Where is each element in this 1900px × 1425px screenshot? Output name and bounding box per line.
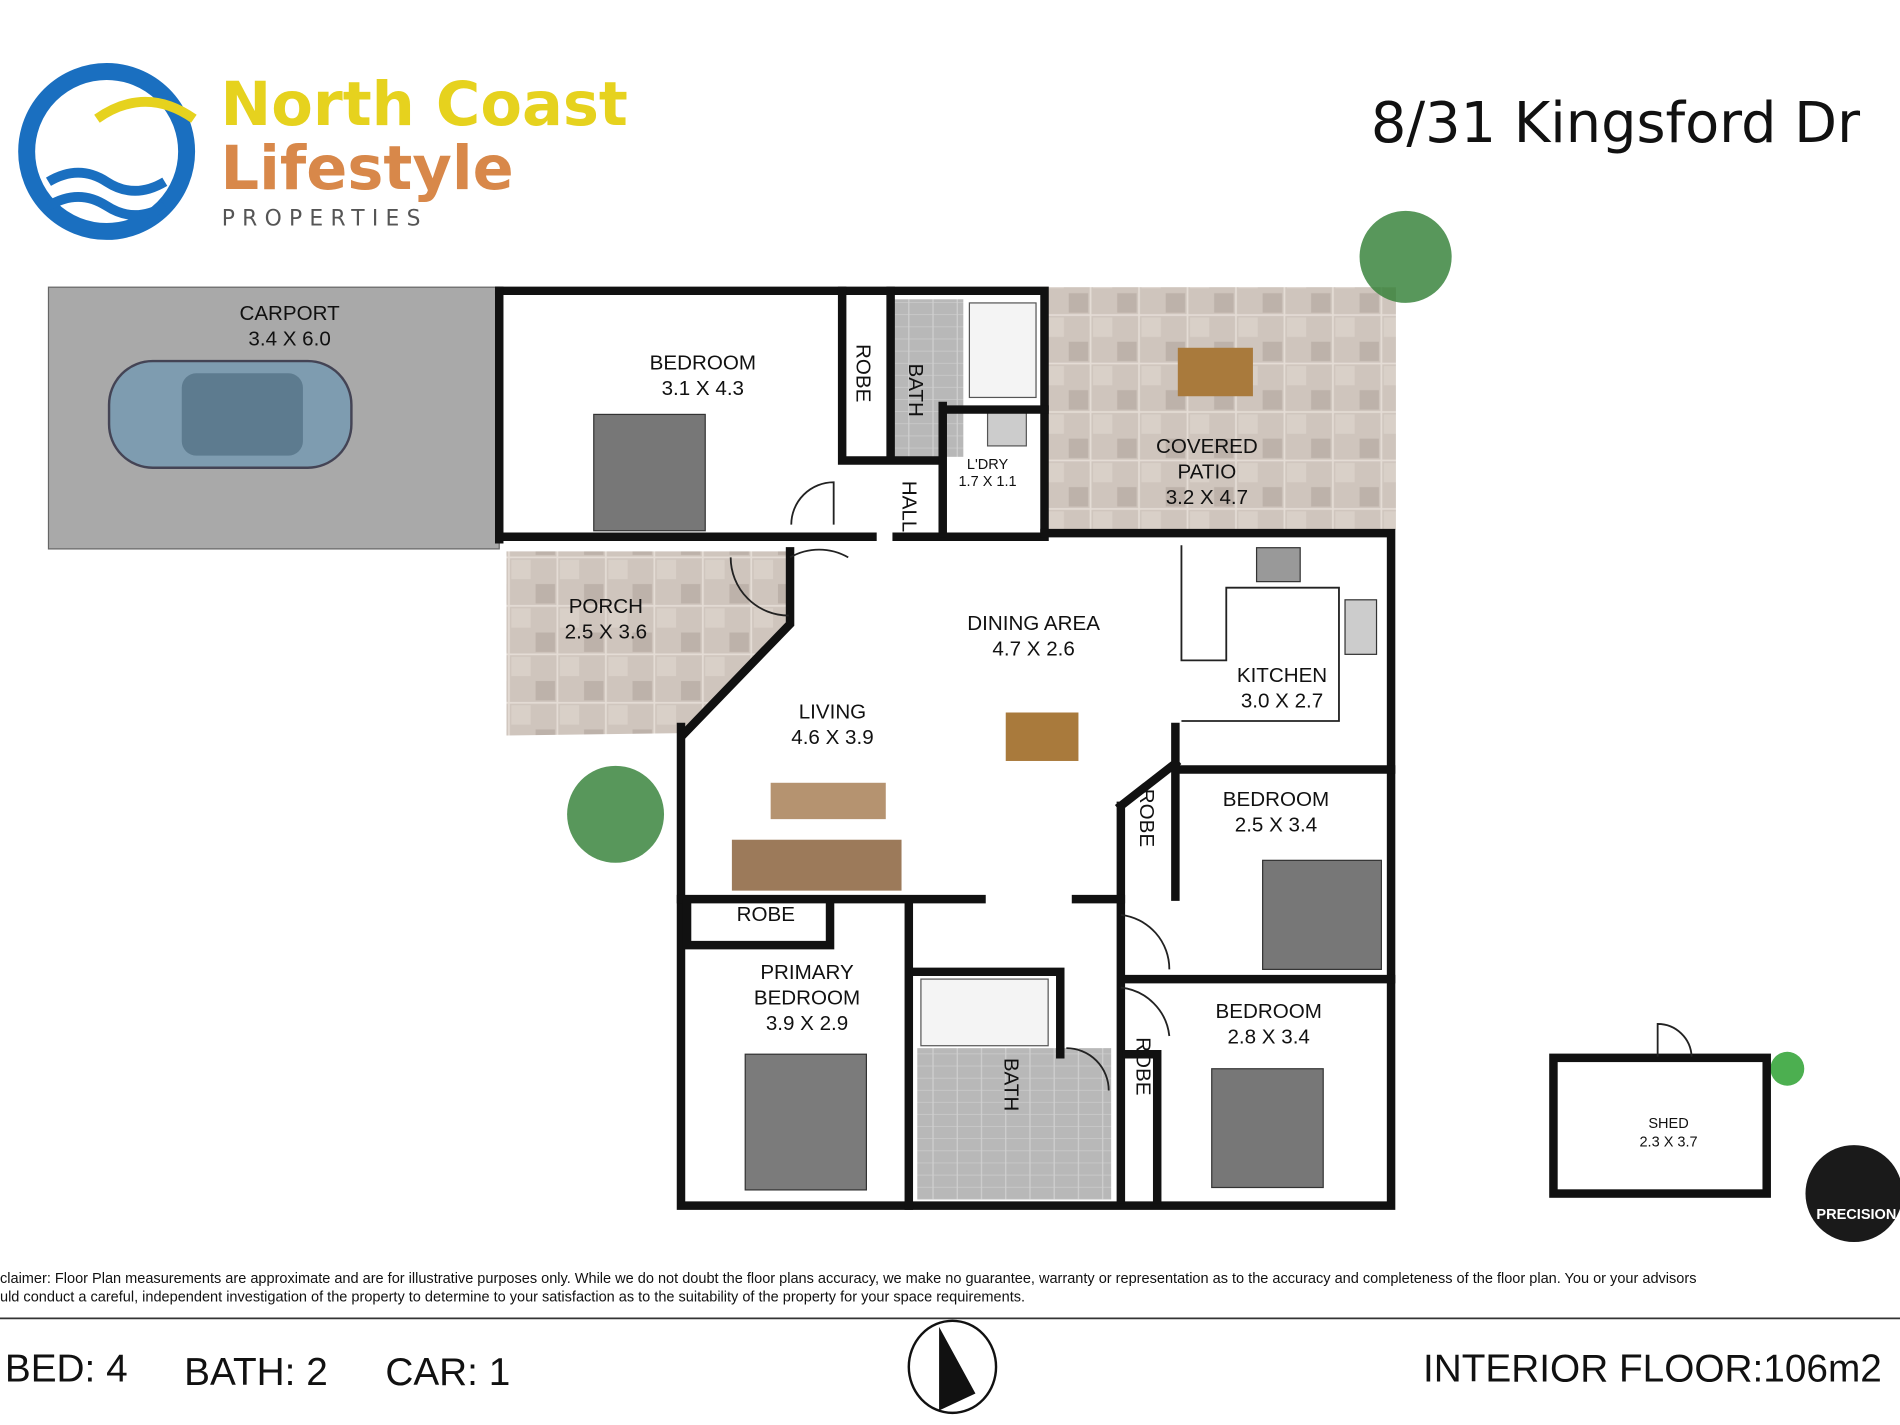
precision-logo-text: PRECISION xyxy=(1816,1207,1896,1223)
bed-icon xyxy=(744,1053,867,1191)
brand-name-line1: North Coast xyxy=(221,70,628,140)
bed-count: BED: 4 xyxy=(5,1347,128,1390)
kitchen-label: KITCHEN xyxy=(1237,664,1327,687)
primary-size: 3.9 X 2.9 xyxy=(766,1012,848,1035)
shower-icon xyxy=(968,302,1037,399)
dining-label: DINING AREA xyxy=(967,612,1100,635)
bedroom2-label: BEDROOM xyxy=(1223,788,1329,811)
walls xyxy=(494,286,1396,1210)
precision-logo xyxy=(1805,1145,1900,1243)
plant-icon xyxy=(1359,210,1452,303)
kitchen-bench xyxy=(1180,545,1340,722)
dining-table-icon xyxy=(1005,712,1079,761)
bath1-label: BATH xyxy=(904,363,927,416)
porch-label: PORCH xyxy=(569,595,643,618)
shower2-icon xyxy=(920,978,1049,1047)
front-door xyxy=(729,548,849,617)
porch-size: 2.5 X 3.6 xyxy=(565,621,647,644)
primary-label-2: BEDROOM xyxy=(754,987,860,1010)
brand-name-line3: PROPERTIES xyxy=(222,206,428,231)
hall-door xyxy=(790,481,835,525)
bath1-floor xyxy=(890,299,964,457)
brand-name-line2: Lifestyle xyxy=(221,134,514,204)
bath2-floor xyxy=(917,1048,1112,1200)
bed-icon xyxy=(1211,1068,1324,1189)
laundry-size: 1.7 X 1.1 xyxy=(958,474,1016,490)
patio-size: 3.2 X 4.7 xyxy=(1166,486,1248,509)
robe2-label: ROBE xyxy=(1135,789,1158,847)
living-size: 4.6 X 3.9 xyxy=(791,726,873,749)
hall-label: HALL xyxy=(898,481,921,532)
bed-icon xyxy=(1262,859,1382,970)
kitchen-size: 3.0 X 2.7 xyxy=(1241,690,1323,713)
laundry-tub-icon xyxy=(986,411,1027,447)
patio-area xyxy=(1044,287,1396,530)
shed-size: 2.3 X 3.7 xyxy=(1639,1134,1697,1150)
brand-logo: North Coast Lifestyle PROPERTIES xyxy=(18,63,628,240)
dining-table-icon xyxy=(1177,347,1253,397)
property-address: 8/31 Kingsford Dr xyxy=(1371,91,1860,156)
interior-floor-area: INTERIOR FLOOR:106m2 xyxy=(1423,1347,1882,1390)
car-count: CAR: 1 xyxy=(385,1351,510,1394)
robe1-label: ROBE xyxy=(852,344,875,402)
bed-icon xyxy=(593,413,706,532)
carport-label: CARPORT xyxy=(239,302,340,325)
robe3-label: ROBE xyxy=(737,903,795,926)
north-arrow-icon xyxy=(907,1319,998,1415)
ottoman-icon xyxy=(770,782,886,820)
bedroom2-size: 2.5 X 3.4 xyxy=(1235,813,1317,836)
shed-door xyxy=(1656,1023,1693,1057)
car-icon xyxy=(107,359,353,469)
sink-icon xyxy=(1344,599,1378,655)
bedroom3-size: 2.8 X 3.4 xyxy=(1227,1025,1309,1048)
bedroom1-label: BEDROOM xyxy=(650,352,756,375)
living-label: LIVING xyxy=(799,701,866,724)
porch-area xyxy=(506,551,791,736)
shed xyxy=(1549,1053,1771,1198)
carport-size: 3.4 X 6.0 xyxy=(248,327,330,350)
dining-size: 4.7 X 2.6 xyxy=(992,638,1074,661)
disclaimer-line1: claimer: Floor Plan measurements are app… xyxy=(0,1271,1696,1287)
plant-icon xyxy=(1770,1051,1805,1086)
bedroom1-size: 3.1 X 4.3 xyxy=(662,377,744,400)
bath-count: BATH: 2 xyxy=(184,1351,328,1394)
bedroom3-label: BEDROOM xyxy=(1216,1000,1322,1023)
bath2-label: BATH xyxy=(1000,1058,1023,1111)
shed-label: SHED xyxy=(1648,1116,1688,1132)
patio-label-1: COVERED xyxy=(1156,435,1258,458)
laundry-label: L'DRY xyxy=(967,457,1009,473)
bedroom-door xyxy=(1066,913,1171,1091)
patio-label-2: PATIO xyxy=(1178,461,1237,484)
sofa-icon xyxy=(731,839,902,891)
plant-icon xyxy=(567,765,665,863)
robe4-label: ROBE xyxy=(1132,1037,1155,1095)
disclaimer-line2: uld conduct a careful, independent inves… xyxy=(0,1289,1025,1305)
stove-icon xyxy=(1255,547,1301,583)
primary-label-1: PRIMARY xyxy=(760,961,854,984)
